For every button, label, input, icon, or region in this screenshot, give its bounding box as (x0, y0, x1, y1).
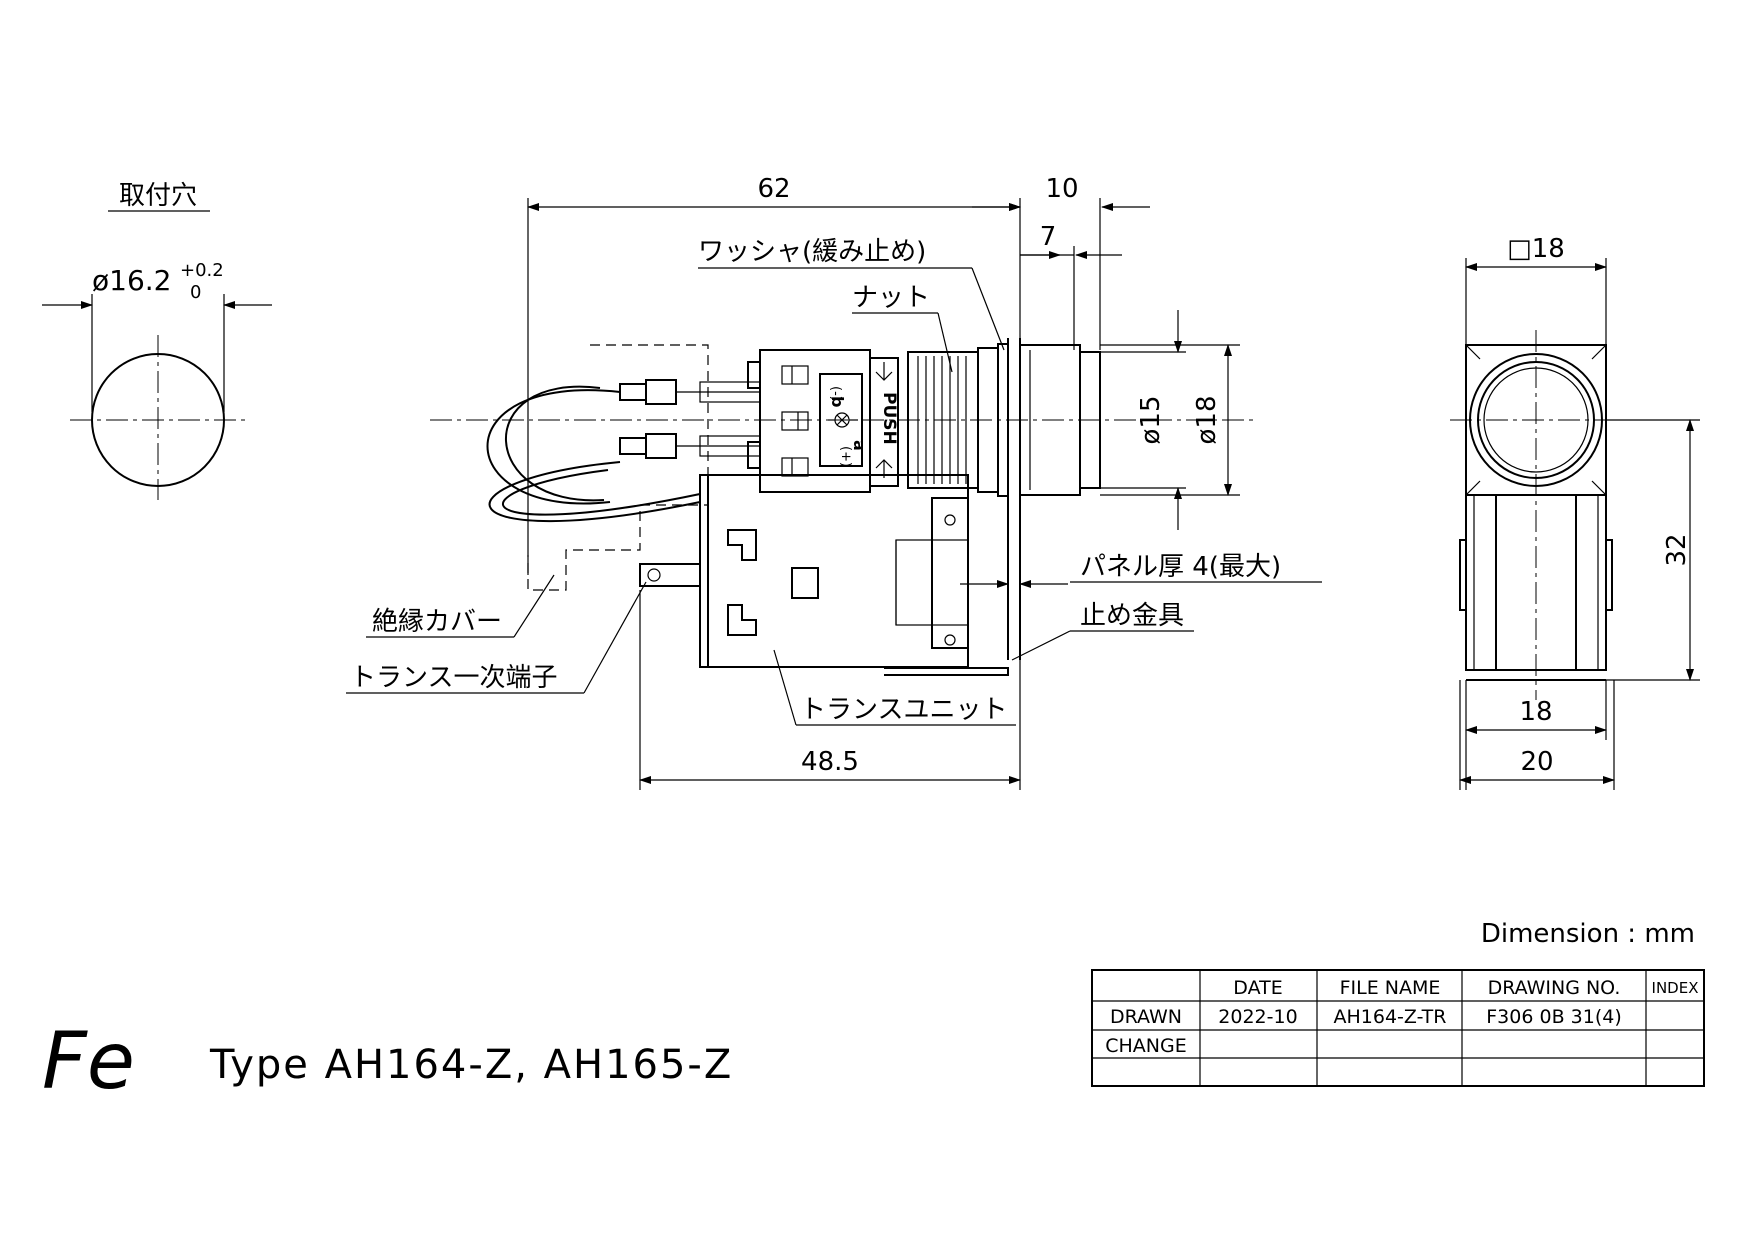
fuji-logo: Fe (42, 1017, 135, 1107)
push-button (1079, 351, 1101, 489)
dim-18: 18 (1519, 697, 1552, 727)
dim-7: 7 (1040, 222, 1057, 252)
nut-label: ナット (852, 283, 930, 313)
dim-62: 62 (757, 174, 790, 204)
header-drawing-no: DRAWING NO. (1488, 977, 1621, 999)
row-drawn-drawing-no: F306 0B 31(4) (1486, 1006, 1622, 1028)
mounting-hole-title: 取付穴 (119, 181, 197, 211)
row-change-label: CHANGE (1105, 1035, 1187, 1057)
insulation-cover-label: 絶縁カバー (372, 607, 502, 637)
washer-label: ワッシャ(緩み止め) (698, 237, 926, 267)
switch-body (759, 349, 871, 493)
hole-diameter: ø16.2 (92, 264, 171, 297)
header-date: DATE (1233, 977, 1282, 999)
dimension-unit-note: Dimension : mm (1481, 919, 1695, 949)
panel-thickness-label: パネル厚 4(最大) (1080, 552, 1281, 582)
dim-48-5: 48.5 (801, 747, 859, 777)
side-view: 62 10 7 ワッシャ(緩み止め) ナット (346, 174, 1322, 790)
dim-phi18: ø18 (1192, 396, 1222, 445)
title-block: DATE FILE NAME DRAWING NO. INDEX DRAWN 2… (1091, 969, 1705, 1087)
dim-32: 32 (1662, 533, 1692, 566)
b-contact-mark: b (828, 396, 847, 407)
plus-mark: (+) (838, 446, 853, 467)
dim-phi15: ø15 (1136, 396, 1166, 445)
row-drawn-file: AH164-Z-TR (1333, 1006, 1446, 1028)
bracket (884, 667, 1009, 676)
contact-symbol-block (819, 373, 863, 467)
mounting-hole-view: 取付穴 ø16.2 +0.2 0 (42, 181, 272, 500)
transformer-unit-label: トランスユニット (800, 695, 1007, 725)
primary-terminal (639, 563, 701, 587)
hole-tolerance-lower: 0 (190, 282, 201, 303)
transformer-unit (699, 474, 969, 668)
a-contact-mark: a (850, 440, 869, 451)
dim-10: 10 (1045, 174, 1078, 204)
row-drawn-date: 2022-10 (1218, 1006, 1297, 1028)
row-drawn-label: DRAWN (1110, 1006, 1182, 1028)
type-label: Type AH164-Z, AH165-Z (209, 1042, 733, 1088)
bracket-label: 止め金具 (1080, 601, 1184, 631)
minus-mark: (-) (828, 386, 843, 401)
header-file-name: FILE NAME (1340, 977, 1441, 999)
dim-20: 20 (1520, 747, 1553, 777)
dim-square-18: □18 (1507, 234, 1565, 264)
front-view: □18 32 18 20 (1450, 234, 1700, 790)
insulation-cover-outline (527, 344, 709, 591)
push-label: PUSH (879, 392, 899, 445)
hole-tolerance-upper: +0.2 (180, 260, 224, 281)
logo-text: Fe (42, 1017, 135, 1107)
header-index: INDEX (1652, 979, 1699, 997)
primary-terminal-label: トランス一次端子 (350, 663, 557, 693)
